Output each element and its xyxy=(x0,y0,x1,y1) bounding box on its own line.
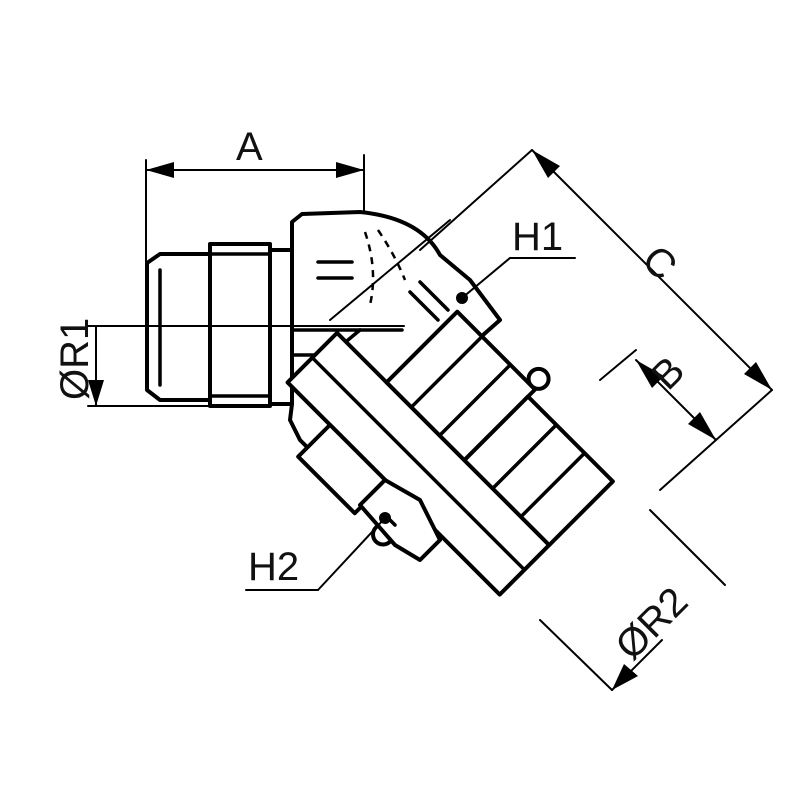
centerlines xyxy=(109,219,451,327)
angled-branch xyxy=(285,309,615,597)
angled-thread xyxy=(462,394,615,548)
label-h2: H2 xyxy=(248,545,299,589)
leader-h2-dot xyxy=(379,512,391,524)
leader-h1: H1 xyxy=(456,215,576,304)
dimension-b: B xyxy=(599,348,717,441)
dimension-r1: ØR1 xyxy=(53,318,211,407)
h2-nut xyxy=(358,478,442,562)
label-r1: ØR1 xyxy=(53,318,97,400)
label-r2: ØR2 xyxy=(607,579,696,668)
leader-h2: H2 xyxy=(245,512,391,591)
o-ring-top xyxy=(526,366,551,391)
label-b: B xyxy=(643,348,693,398)
dimension-a: A xyxy=(145,125,365,263)
dimension-r2: ØR2 xyxy=(539,509,726,691)
label-a: A xyxy=(236,125,263,169)
label-c: C xyxy=(634,237,686,289)
leader-h1-dot xyxy=(456,292,468,304)
label-h1: H1 xyxy=(512,215,563,259)
bend-centerline xyxy=(363,231,375,306)
